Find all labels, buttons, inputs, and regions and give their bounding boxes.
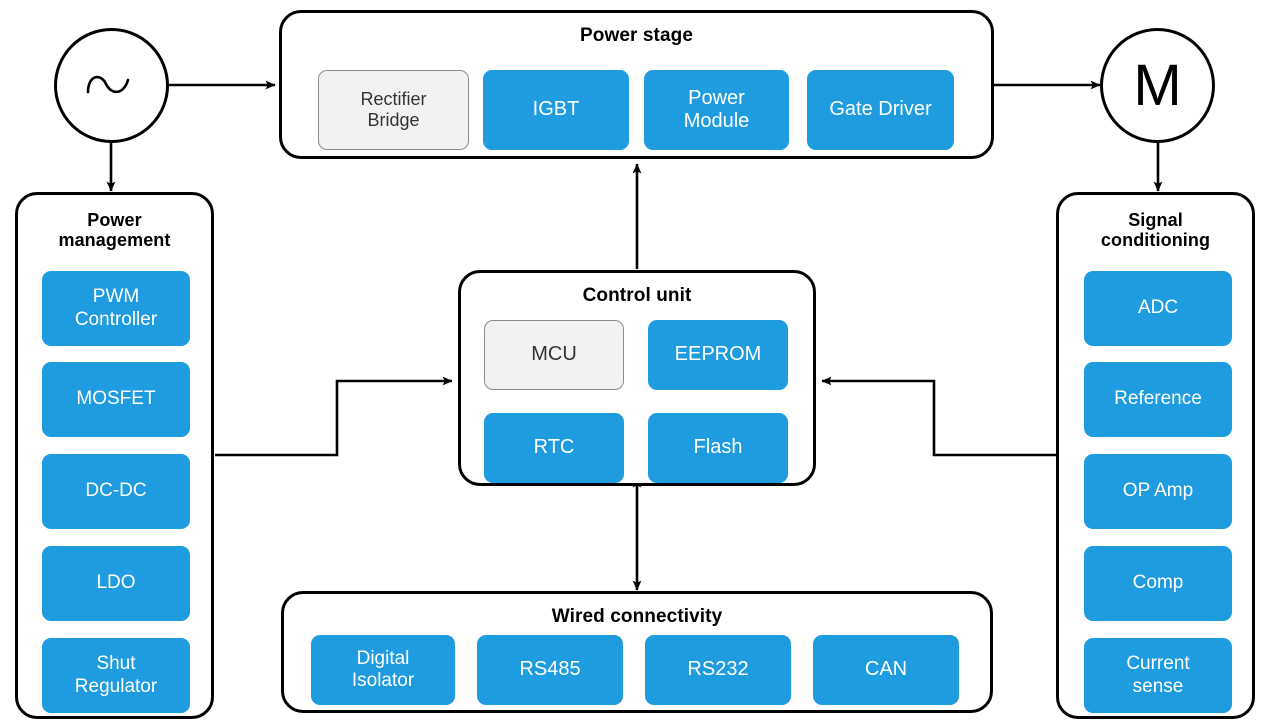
group-signal-conditioning[interactable]: Signal conditioning ADC Reference OP Amp… — [1056, 192, 1255, 719]
power-stage-title: Power stage — [579, 25, 694, 46]
block-pwm-controller[interactable]: PWM Controller — [42, 271, 190, 346]
block-label-line2: Regulator — [74, 675, 158, 697]
block-label-line2: Isolator — [351, 670, 415, 691]
block-label-line1: IGBT — [532, 98, 580, 121]
group-power-management[interactable]: Power management PWM Controller MOSFET D… — [15, 192, 214, 719]
group-power-stage[interactable]: Power stage Rectifier Bridge IGBT Power … — [279, 10, 994, 159]
block-can[interactable]: CAN — [813, 635, 959, 705]
wired-connectivity-title: Wired connectivity — [551, 606, 723, 627]
block-mosfet[interactable]: MOSFET — [42, 362, 190, 437]
block-label-line2: sense — [1132, 675, 1184, 697]
power-management-title: Power management — [18, 210, 211, 250]
block-rs485[interactable]: RS485 — [477, 635, 623, 705]
title-line1: Signal — [1128, 210, 1183, 230]
block-label-line1: PWM — [92, 286, 140, 308]
block-digital-isolator[interactable]: Digital Isolator — [311, 635, 455, 705]
block-adc[interactable]: ADC — [1084, 271, 1232, 346]
block-reference[interactable]: Reference — [1084, 362, 1232, 437]
block-power-module[interactable]: Power Module — [644, 70, 789, 150]
block-label-line1: Shut — [96, 653, 136, 675]
block-gate-driver[interactable]: Gate Driver — [807, 70, 954, 150]
block-mcu[interactable]: MCU — [484, 320, 624, 390]
block-label-line1: OP Amp — [1122, 480, 1194, 502]
motor-label: M — [1133, 52, 1182, 118]
block-label-line1: Rectifier — [360, 89, 427, 110]
block-comp[interactable]: Comp — [1084, 546, 1232, 621]
block-label-line1: MOSFET — [76, 388, 156, 410]
block-rtc[interactable]: RTC — [484, 413, 624, 483]
block-label-line1: Flash — [693, 436, 743, 459]
block-label-line2: Bridge — [367, 110, 420, 130]
block-label-line1: Digital — [356, 647, 410, 669]
wire-power-management-to-control-unit — [215, 376, 453, 457]
block-label-line1: RTC — [533, 436, 575, 459]
title-line2: management — [58, 230, 171, 251]
group-wired-connectivity[interactable]: Wired connectivity Digital Isolator RS48… — [281, 591, 993, 713]
sine-wave-icon — [86, 75, 129, 93]
signal-conditioning-title: Signal conditioning — [1059, 210, 1252, 250]
block-op-amp[interactable]: OP Amp — [1084, 454, 1232, 529]
ac-source[interactable] — [54, 28, 169, 143]
block-label-line1: CAN — [864, 658, 908, 681]
block-label-line1: RS232 — [687, 658, 749, 681]
block-shut-regulator[interactable]: Shut Regulator — [42, 638, 190, 713]
block-label-line1: DC-DC — [85, 480, 147, 502]
wire-signal-conditioning-to-control-unit — [821, 376, 1056, 457]
block-igbt[interactable]: IGBT — [483, 70, 629, 150]
block-label-line1: Current — [1126, 653, 1190, 675]
block-rectifier-bridge[interactable]: Rectifier Bridge — [318, 70, 469, 150]
block-label-line1: Power — [688, 86, 745, 109]
block-label-line2: Controller — [74, 308, 158, 330]
block-flash[interactable]: Flash — [648, 413, 788, 483]
block-label-line1: EEPROM — [674, 343, 762, 366]
block-label-line2: Module — [683, 110, 750, 132]
block-ldo[interactable]: LDO — [42, 546, 190, 621]
block-dc-dc[interactable]: DC-DC — [42, 454, 190, 529]
block-label-line1: LDO — [96, 572, 136, 594]
block-label-line1: RS485 — [519, 658, 581, 681]
block-current-sense[interactable]: Current sense — [1084, 638, 1232, 713]
motor[interactable]: M — [1100, 28, 1215, 143]
block-label-line1: Comp — [1132, 572, 1184, 594]
block-rs232[interactable]: RS232 — [645, 635, 791, 705]
group-control-unit[interactable]: Control unit MCU EEPROM RTC Flash — [458, 270, 816, 486]
block-eeprom[interactable]: EEPROM — [648, 320, 788, 390]
block-label-line1: Reference — [1114, 388, 1202, 410]
block-label-line1: MCU — [531, 343, 577, 366]
block-label-line1: ADC — [1137, 297, 1179, 319]
title-line1: Power — [87, 210, 142, 230]
control-unit-title: Control unit — [582, 285, 692, 306]
block-label-line1: Gate Driver — [829, 98, 932, 121]
title-line2: conditioning — [1100, 230, 1211, 251]
